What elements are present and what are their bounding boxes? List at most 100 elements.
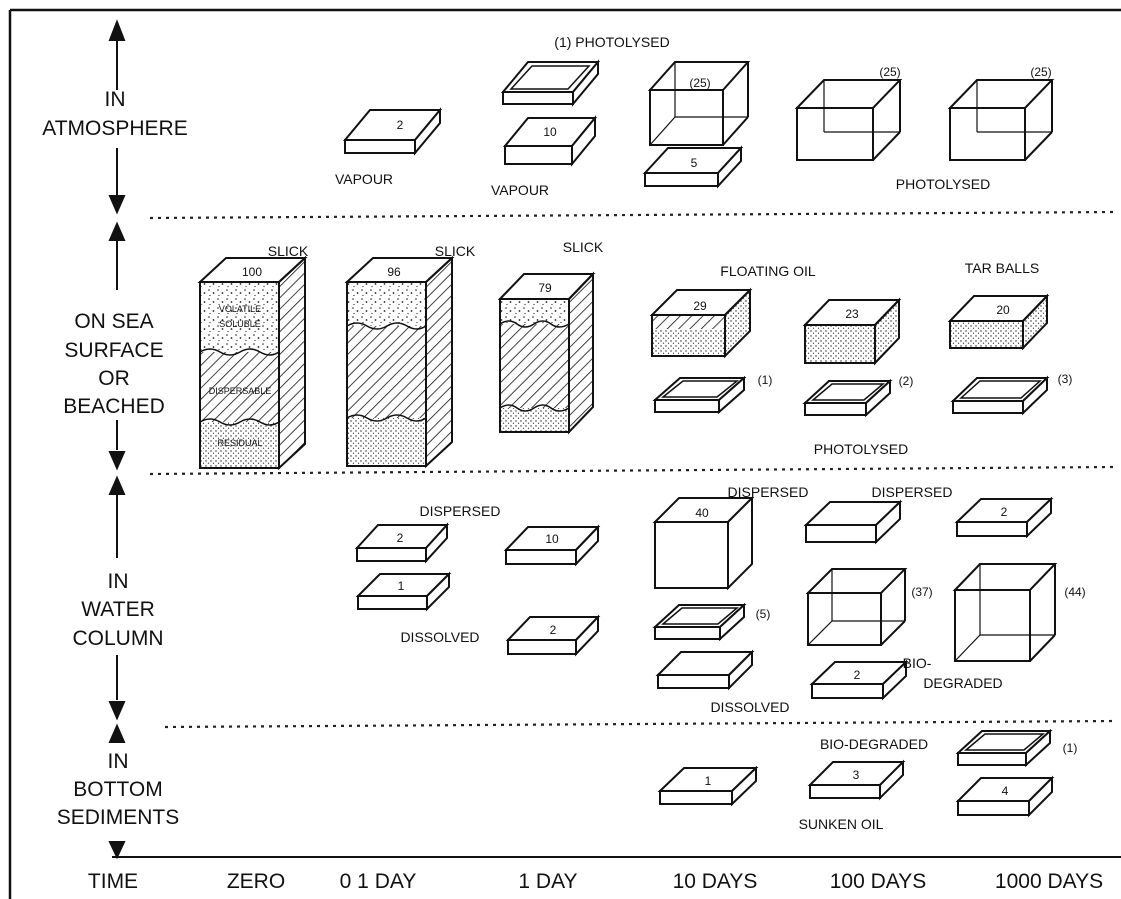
atm-photolysed-value-100-days: (25) <box>879 65 900 79</box>
water-dispersed-box-0-1-day: 2 <box>357 525 447 561</box>
atm-photolysed-wire-100-days <box>797 80 900 160</box>
label-photolysed-1-day: (1) PHOTOLYSED <box>554 34 669 50</box>
atm-photolysed-value-10-days: (25) <box>689 76 710 90</box>
water-section: DISPERSED 2 1 DISSOLVED 10 2 <box>357 484 1086 715</box>
time-tick-1000-days: 1000 DAYS <box>995 870 1103 893</box>
label-bio-line1: BIO- <box>903 655 932 671</box>
slick-layer-volatile: VOLATILE <box>219 304 261 314</box>
slick-layer-residual: RESIDUAL <box>217 438 262 448</box>
atm-vapour-box-0-1-day: 2 <box>345 110 440 153</box>
label-photolysed-surface: PHOTOLYSED <box>814 441 908 457</box>
atm-vapour-box-10-days: 5 <box>645 148 741 186</box>
slick-layer-soluble: SOLUBLE <box>219 319 261 329</box>
water-biodegraded-value-100-days: (37) <box>911 585 932 599</box>
label-vapour-1-day: VAPOUR <box>491 182 549 198</box>
time-tick-0-1-day: 0 1 DAY <box>340 870 417 893</box>
zone-label-sediments: IN BOTTOM SEDIMENTS <box>57 750 180 829</box>
label-bio-degraded-sediments: BIO-DEGRADED <box>820 736 928 752</box>
water-dissolved-value-0-1-day: 1 <box>398 579 405 593</box>
water-dissolved-box-10-days <box>658 652 752 688</box>
water-dispersed-value-1-day: 10 <box>545 532 559 546</box>
time-axis: TIME ZERO 0 1 DAY 1 DAY 10 DAYS 100 DAYS… <box>88 870 1103 893</box>
label-dispersed-0-1-day: DISPERSED <box>420 503 501 519</box>
label-vapour-0-1-day: VAPOUR <box>335 171 393 187</box>
slick-box-zero: 100 VOLATILE SOLUBLE DISPERSABLE RESIDUA… <box>200 258 305 468</box>
tar-balls-value-1000-days: 20 <box>996 303 1010 317</box>
zone-sediments-line3: SEDIMENTS <box>57 806 180 829</box>
label-tar-balls: TAR BALLS <box>965 260 1039 276</box>
water-dissolved-box-100-days: 2 <box>812 662 906 698</box>
label-slick-0-1-day: SLICK <box>435 243 476 259</box>
atmosphere-section: 2 VAPOUR (1) PHOTOLYSED 10 VAPOUR <box>335 34 1052 198</box>
floating-oil-value-100-days: 23 <box>845 307 859 321</box>
water-dissolved-value-1-day: 2 <box>550 623 557 637</box>
zone-atmosphere-line2: ATMOSPHERE <box>42 117 187 140</box>
time-tick-10-days: 10 DAYS <box>673 870 758 893</box>
zone-surface-line4: BEACHED <box>63 395 165 418</box>
water-biodegraded-value-1000-days: (44) <box>1064 585 1085 599</box>
slick-value-1-day: 79 <box>538 281 552 295</box>
zone-label-water: IN WATER COLUMN <box>72 570 163 650</box>
atm-photolysed-tray-1-day <box>503 62 598 104</box>
sediment-box-100-days: 3 <box>810 762 903 798</box>
zone-arrows <box>110 22 124 857</box>
slick-value-zero: 100 <box>242 265 262 279</box>
zone-water-line3: COLUMN <box>72 627 163 650</box>
water-dispersed-box-1000-days: 2 <box>957 499 1051 536</box>
label-dispersed-100-days: DISPERSED <box>872 484 953 500</box>
slick-layer-dispersable: DISPERSABLE <box>209 386 272 396</box>
atm-photolysed-wire-10-days: (25) <box>650 62 748 145</box>
time-tick-1-day: 1 DAY <box>518 870 577 893</box>
floating-oil-value-10-days: 29 <box>693 299 707 313</box>
label-photolysed-atmosphere: PHOTOLYSED <box>896 176 990 192</box>
zone-atmosphere-line1: IN <box>105 88 126 111</box>
surface-section: SLICK SLICK SLICK 100 VOLATILE SOLUBLE D… <box>200 239 1072 468</box>
tar-balls-box-1000-days: 20 <box>950 296 1047 348</box>
label-slick-zero: SLICK <box>268 243 309 259</box>
zone-label-surface: ON SEA SURFACE OR BEACHED <box>63 310 165 418</box>
surface-photolysed-value-100-days: (2) <box>899 374 914 388</box>
surface-photolysed-tray-10-days <box>655 378 744 412</box>
water-dispersed-value-10-days: 40 <box>695 506 709 520</box>
label-bio-line2: DEGRADED <box>923 675 1002 691</box>
sediment-value-100-days: 3 <box>853 768 860 782</box>
water-dissolved-value-100-days: 2 <box>854 668 861 682</box>
time-tick-zero: ZERO <box>227 870 285 893</box>
surface-photolysed-tray-100-days <box>805 381 890 415</box>
water-biodegraded-value-10-days: (5) <box>756 607 771 621</box>
water-dissolved-box-1-day: 2 <box>508 617 598 654</box>
atm-vapour-value-10-days: 5 <box>691 156 698 170</box>
zone-water-line1: IN <box>108 570 129 593</box>
zone-water-line2: WATER <box>81 598 155 621</box>
sediment-value-1000-days: 4 <box>1002 784 1009 798</box>
sediment-box-1000-days: 4 <box>958 778 1052 815</box>
label-dissolved-0-1-day: DISSOLVED <box>400 629 479 645</box>
water-dispersed-value-0-1-day: 2 <box>397 531 404 545</box>
zone-sediments-line1: IN <box>108 750 129 773</box>
water-biodegraded-wire-1000-days <box>955 564 1055 661</box>
time-tick-100-days: 100 DAYS <box>830 870 927 893</box>
label-slick-1-day: SLICK <box>563 239 604 255</box>
water-biodegraded-wire-100-days <box>808 569 905 645</box>
water-dispersed-value-1000-days: 2 <box>1001 505 1008 519</box>
water-dispersed-box-100-days <box>806 502 900 542</box>
water-biodegraded-tray-10-days <box>655 605 744 639</box>
floating-oil-box-100-days: 23 <box>805 300 899 363</box>
floating-oil-box-10-days: 29 <box>652 290 750 356</box>
atm-vapour-value-1-day: 10 <box>543 125 557 139</box>
time-axis-label: TIME <box>88 870 138 893</box>
slick-box-1-day: 79 <box>500 274 593 432</box>
label-sunken-oil: SUNKEN OIL <box>799 816 884 832</box>
surface-photolysed-tray-1000-days <box>953 378 1047 413</box>
surface-photolysed-value-10-days: (1) <box>758 373 773 387</box>
water-dispersed-box-10-days: 40 <box>655 498 752 588</box>
slick-value-0-1-day: 96 <box>387 265 401 279</box>
sediment-biodegraded-tray-1000-days <box>958 731 1050 765</box>
surface-photolysed-value-1000-days: (3) <box>1058 372 1073 386</box>
label-dissolved-10-days: DISSOLVED <box>710 699 789 715</box>
atm-vapour-box-1-day: 10 <box>505 118 595 164</box>
atm-vapour-value-0-1-day: 2 <box>397 118 404 132</box>
sediments-section: BIO-DEGRADED 1 3 SUNKEN OIL (1) <box>660 731 1077 832</box>
atm-photolysed-wire-1000-days <box>950 80 1052 160</box>
